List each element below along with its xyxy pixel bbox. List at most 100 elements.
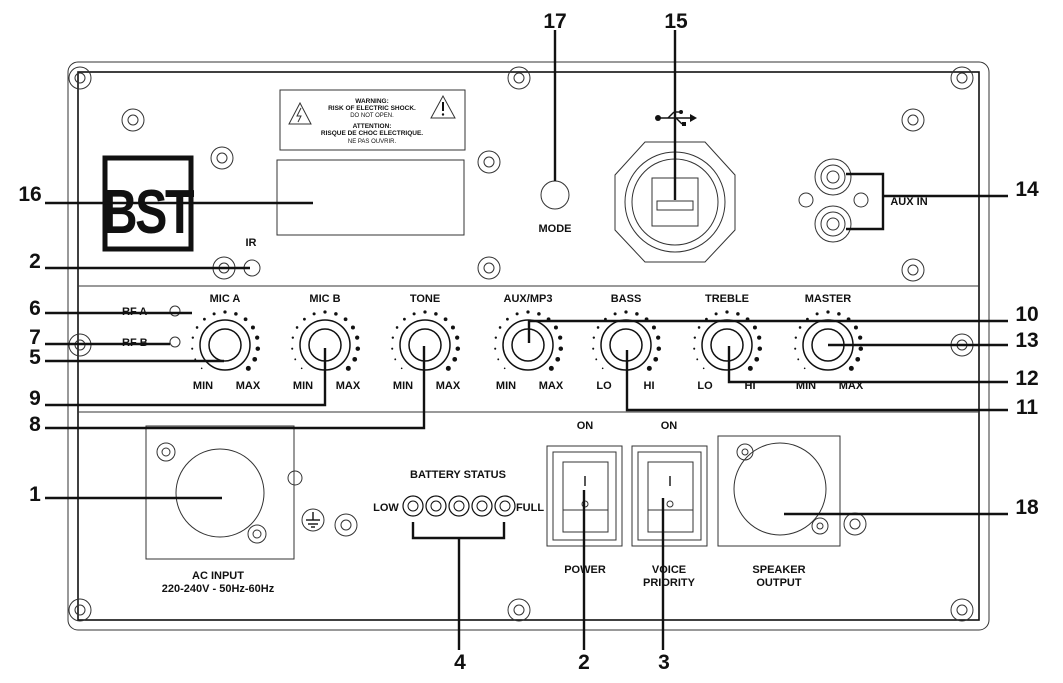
aux-in-label: AUX IN: [890, 196, 927, 208]
scale-dot: [295, 326, 299, 329]
voice-priority-switch[interactable]: ON VOICE PRIORITY: [631, 420, 708, 589]
knob-min-label: LO: [697, 380, 713, 392]
scale-dot: [537, 312, 541, 316]
knob-max-label: MAX: [436, 380, 461, 392]
battery-status-label: BATTERY STATUS: [410, 469, 506, 481]
scale-dot: [323, 310, 327, 314]
scale-dot: [853, 325, 858, 330]
scale-dot: [400, 367, 403, 370]
screw-icon: [507, 598, 531, 622]
scale-dot: [693, 336, 696, 339]
callout-13: 13: [1015, 329, 1038, 352]
scale-dot: [334, 312, 338, 316]
scale-dot: [203, 317, 206, 321]
logo-text: BST: [103, 177, 195, 246]
callout-6: 6: [29, 297, 41, 320]
scale-dot: [596, 326, 600, 329]
rf-b-led: [169, 336, 181, 348]
scale-dot: [455, 346, 461, 351]
scale-dot: [250, 325, 255, 330]
battery-status: BATTERY STATUS LOW FULL: [373, 469, 544, 650]
ac-input[interactable]: AC INPUT 220-240V - 50Hz-60Hz: [145, 425, 303, 595]
scale-dot: [352, 356, 358, 362]
scale-dot: [754, 356, 760, 362]
battery-led-lens: [499, 500, 511, 512]
callout-5: 5: [29, 346, 41, 369]
scale-dot: [803, 367, 806, 370]
screw-icon: [950, 66, 974, 90]
scale-dot: [526, 310, 530, 314]
knob-cap: [710, 328, 744, 362]
scale-dot: [191, 336, 194, 339]
callout-lines: [45, 30, 1008, 650]
callout-2-left: 2: [29, 250, 41, 273]
callout-15: 15: [664, 10, 688, 33]
scale-dot: [252, 356, 258, 362]
scale-dot: [757, 346, 763, 351]
scale-dot: [714, 312, 718, 316]
scale-dot: [243, 317, 248, 322]
warning-line-1: WARNING:: [355, 98, 389, 105]
callout-4: 4: [454, 651, 466, 674]
ac-input-label: AC INPUT: [192, 570, 244, 582]
scale-dot: [245, 365, 251, 371]
knob-label: MASTER: [805, 293, 852, 305]
shock-warning-icon: [288, 101, 312, 125]
warning-line-5: RISQUE DE CHOC ELECTRIQUE.: [321, 130, 423, 137]
knob-label: MIC B: [309, 293, 340, 305]
corner-screws: [68, 66, 974, 622]
scale-dot: [656, 346, 662, 351]
battery-full-label: FULL: [516, 502, 544, 514]
scale-dot: [223, 310, 227, 314]
voice-on-label: ON: [661, 420, 678, 432]
screw-icon: [121, 108, 145, 132]
aux-in-jacks[interactable]: AUX IN: [798, 158, 928, 243]
callout-16: 16: [18, 183, 41, 206]
scale-dot: [255, 335, 260, 340]
scale-dot: [815, 312, 819, 316]
scale-dot: [195, 326, 199, 329]
callout-18: 18: [1015, 496, 1039, 519]
leader-12: [727, 346, 1008, 384]
scale-dot: [515, 312, 519, 316]
leader-8: [45, 346, 426, 430]
screw-icon: [901, 108, 925, 132]
scale-dot: [725, 310, 729, 314]
scale-dot: [350, 325, 355, 330]
scale-dot: [696, 358, 699, 361]
leader-10: [527, 319, 1008, 343]
scale-dot: [494, 336, 497, 339]
scale-dot: [395, 326, 399, 329]
voice-label-2: PRIORITY: [643, 577, 696, 589]
scale-dot: [592, 347, 595, 350]
scale-dot: [837, 312, 841, 316]
battery-led-lens: [407, 500, 419, 512]
scale-dot: [697, 326, 701, 329]
scale-dot: [601, 367, 604, 370]
knob-min-label: MIN: [293, 380, 313, 392]
screw-icon: [68, 66, 92, 90]
speaker-label-2: OUTPUT: [756, 577, 802, 589]
scale-dot: [355, 346, 361, 351]
knob-label: BASS: [611, 293, 642, 305]
ir-label: IR: [246, 237, 257, 249]
knob-label: TREBLE: [705, 293, 749, 305]
screw-icon: [950, 598, 974, 622]
scale-dot: [555, 356, 561, 362]
knob-max-label: MAX: [236, 380, 261, 392]
scale-dot: [345, 365, 351, 371]
ac-input-rating: 220-240V - 50Hz-60Hz: [162, 583, 275, 595]
scale-dot: [423, 310, 427, 314]
knob-label: TONE: [410, 293, 440, 305]
scale-dot: [291, 347, 294, 350]
scale-dot: [452, 356, 458, 362]
scale-dot: [494, 347, 497, 350]
speaker-output[interactable]: SPEAKER OUTPUT: [717, 435, 867, 589]
scale-dot: [300, 367, 303, 370]
scale-dot: [855, 356, 861, 362]
